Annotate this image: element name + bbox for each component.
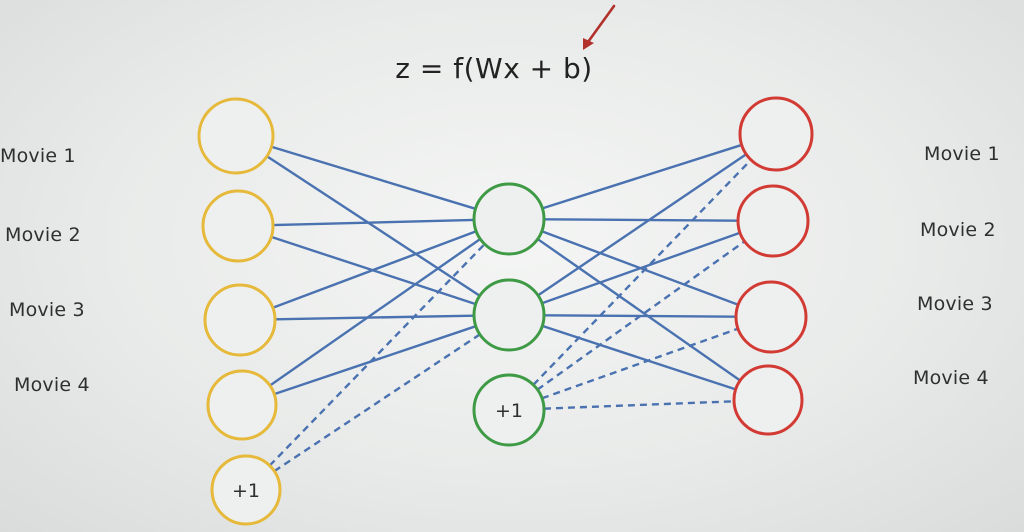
edge-hidden-1-output-4: [537, 238, 741, 382]
edge-hidden-bias-output-3: [541, 327, 739, 400]
edge-hidden-2-output-2: [541, 231, 741, 305]
left-label-movie-3: Movie 3: [9, 299, 85, 321]
edge-hidden-bias-output-4: [543, 400, 735, 410]
right-label-movie-3: Movie 3: [917, 293, 993, 315]
edge-hidden-1-output-1: [541, 143, 743, 210]
hidden-bias-label: +1: [495, 400, 523, 422]
edge-input-2-hidden-1: [272, 218, 475, 227]
output-node-4: [732, 364, 804, 436]
edge-input-3-hidden-1: [272, 230, 477, 309]
edge-input-1-hidden-2: [266, 155, 481, 297]
edge-hidden-2-output-1: [537, 153, 747, 297]
edge-hidden-bias-output-1: [532, 159, 752, 386]
input-bias-label: +1: [232, 480, 260, 502]
edge-hidden-bias-output-2: [536, 240, 746, 391]
input-node-2: [201, 189, 275, 263]
formula: z = f(Wx + b): [0, 52, 1024, 85]
output-node-2: [736, 184, 810, 258]
formula-text: z = f(Wx + b): [395, 52, 593, 85]
edge-input-3-hidden-2: [274, 314, 475, 321]
input-node-4: [206, 369, 278, 441]
right-label-movie-1: Movie 1: [924, 143, 1000, 165]
hidden-node-1: [472, 182, 546, 256]
edges: [266, 143, 752, 473]
edge-input-bias-hidden-2: [273, 333, 481, 473]
hidden-bias-node: [472, 373, 546, 447]
edge-input-bias-hidden-1: [268, 243, 486, 467]
output-node-1: [738, 96, 814, 172]
edge-hidden-1-output-2: [543, 218, 739, 222]
left-label-movie-4: Movie 4: [14, 374, 90, 396]
input-bias-node: [210, 454, 282, 526]
input-node-3: [203, 283, 277, 357]
left-label-movie-2: Movie 2: [5, 224, 81, 246]
left-label-movie-1: Movie 1: [0, 145, 76, 167]
hidden-node-2: [472, 278, 546, 352]
edge-input-4-hidden-2: [273, 325, 477, 396]
right-label-movie-4: Movie 4: [913, 367, 989, 389]
output-node-3: [734, 280, 808, 354]
edge-input-4-hidden-1: [269, 238, 481, 387]
input-node-1: [197, 97, 275, 175]
nodes: +1 +1: [197, 96, 814, 526]
edge-input-1-hidden-1: [271, 145, 476, 210]
edge-hidden-2-output-4: [541, 324, 737, 391]
annotation-arrow: [583, 4, 616, 50]
right-label-movie-2: Movie 2: [920, 219, 996, 241]
